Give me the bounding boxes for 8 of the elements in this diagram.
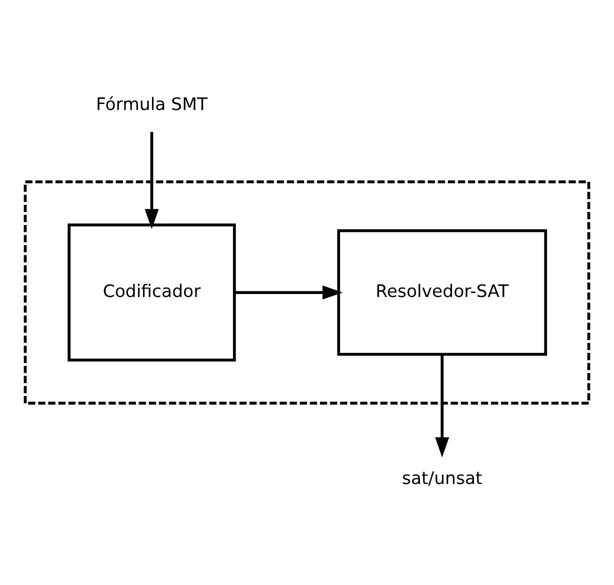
node-text: Fórmula SMT — [96, 95, 208, 116]
arrow — [435, 354, 450, 458]
node-box: Codificador — [68, 224, 236, 362]
arrow — [234, 285, 343, 300]
arrow — [144, 132, 159, 230]
cluster — [24, 180, 590, 405]
node-text: sat/unsat — [402, 468, 482, 489]
node-box: Resolvedor-SAT — [337, 229, 548, 356]
